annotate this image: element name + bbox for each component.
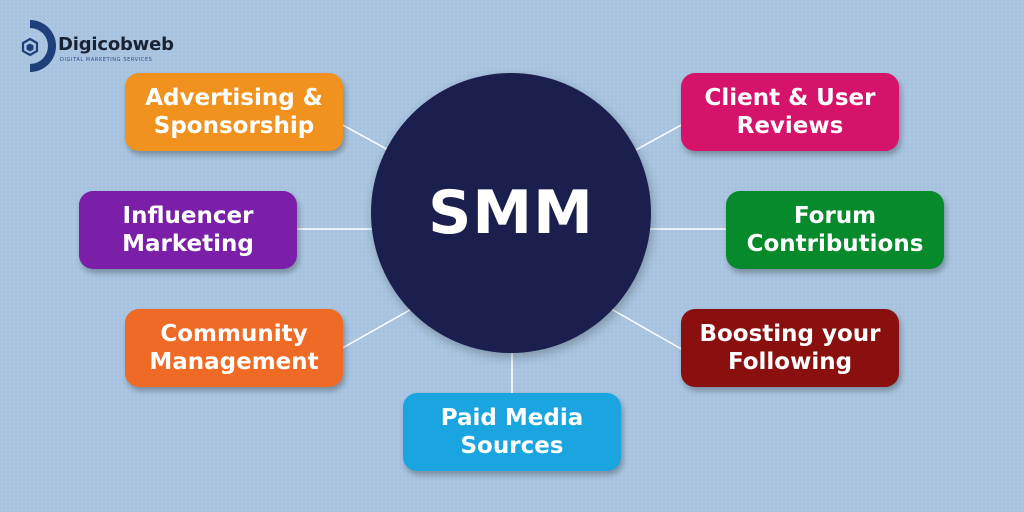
node-label-line: Influencer <box>122 203 254 229</box>
node-client-user-reviews: Client & User Reviews <box>681 73 899 151</box>
node-label-line: Paid Media <box>440 405 584 431</box>
node-label-line: Sponsorship <box>153 113 315 139</box>
brand-logo: Digicobweb DIGITAL MARKETING SERVICES <box>20 20 200 72</box>
node-label-line: Forum <box>793 203 877 229</box>
brand-name: Digicobweb <box>58 34 174 55</box>
node-paid-media-sources: Paid Media Sources <box>403 393 621 471</box>
node-boosting-following: Boosting your Following <box>681 309 899 387</box>
cobweb-logo-icon <box>21 20 56 72</box>
node-label-line: Client & User <box>704 85 876 111</box>
brand-tagline: DIGITAL MARKETING SERVICES <box>60 57 153 63</box>
node-influencer-marketing: Influencer Marketing <box>79 191 297 269</box>
node-label-line: Following <box>727 349 853 375</box>
node-advertising-sponsorship: Advertising & Sponsorship <box>125 73 343 151</box>
smm-hub-circle: SMM <box>371 73 651 353</box>
hub-label: SMM <box>428 178 594 248</box>
node-label-line: Boosting your <box>699 321 881 347</box>
node-community-management: Community Management <box>125 309 343 387</box>
node-label-line: Management <box>149 349 319 375</box>
node-label-line: Contributions <box>746 231 924 257</box>
node-label-line: Community <box>160 321 308 347</box>
node-label-line: Sources <box>460 433 564 459</box>
node-label-line: Reviews <box>736 113 844 139</box>
node-label-line: Marketing <box>122 231 254 257</box>
node-forum-contributions: Forum Contributions <box>726 191 944 269</box>
node-label-line: Advertising & <box>145 85 323 111</box>
